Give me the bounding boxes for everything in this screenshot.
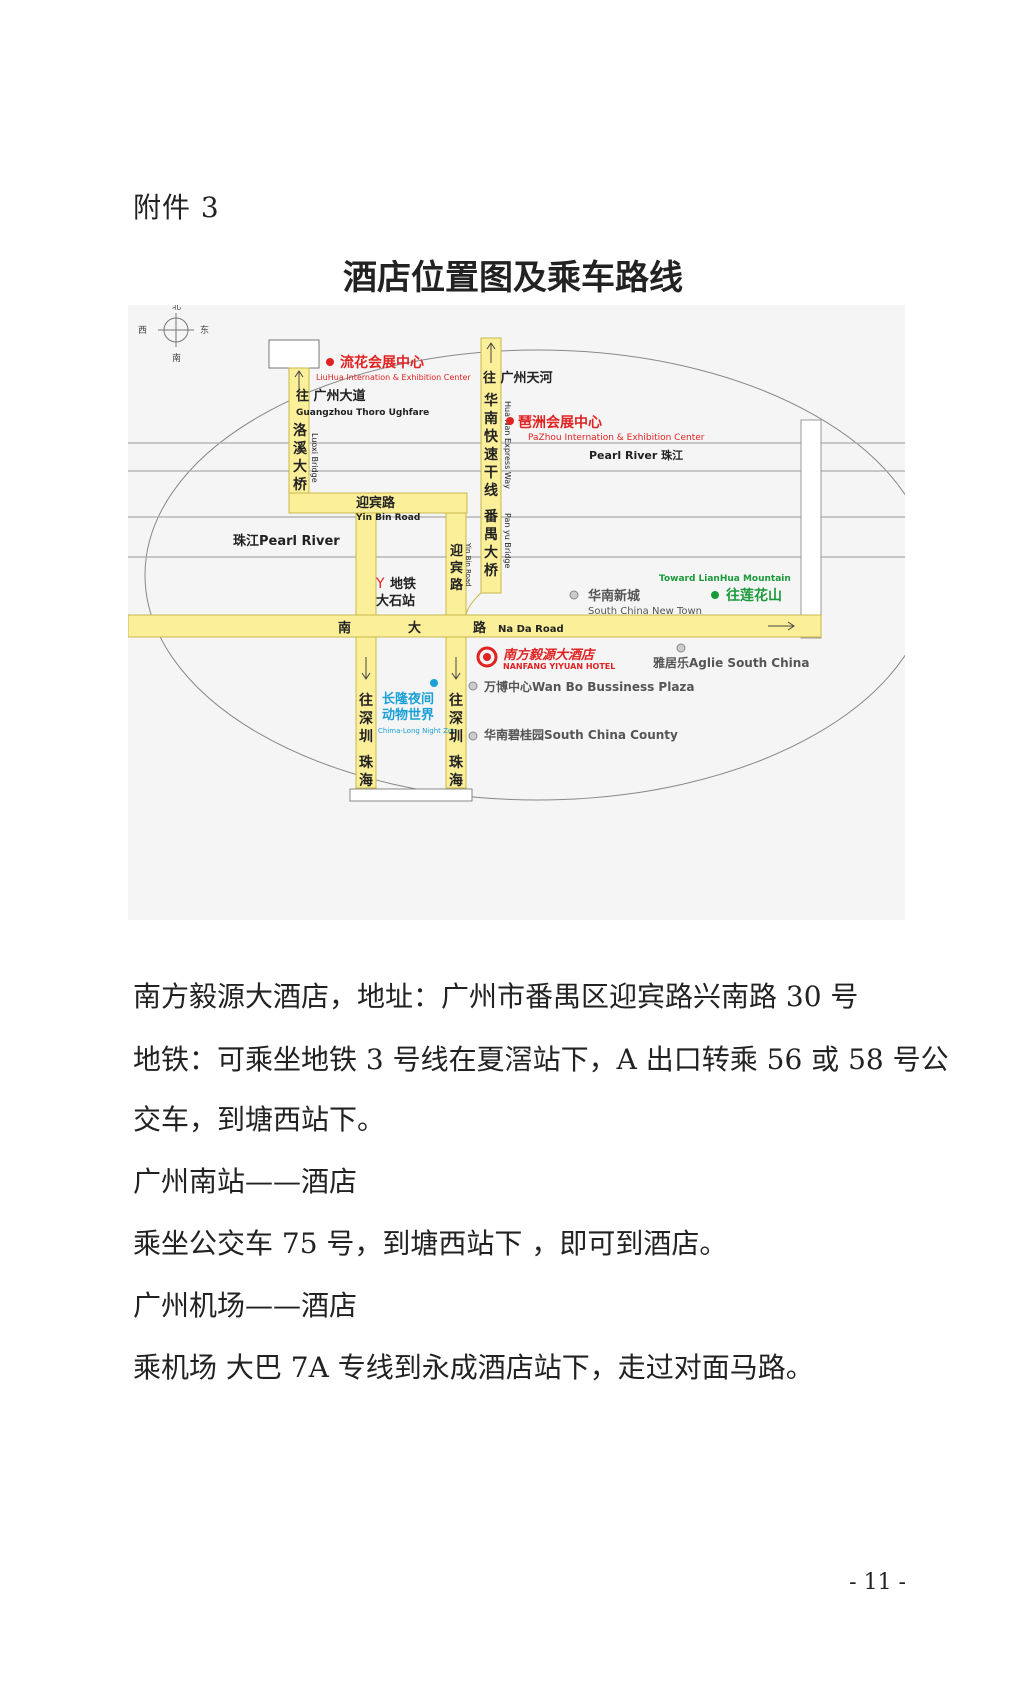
page-title: 酒店位置图及乘车路线 (343, 258, 683, 298)
svg-text:深: 深 (359, 710, 373, 727)
airport-heading: 广州机场——酒店 (133, 1289, 358, 1322)
roads (128, 337, 822, 802)
panyu-bridge-en: Pan yu Bridge (503, 513, 512, 568)
nanda-road-3: 路 (473, 620, 487, 636)
svg-text:海: 海 (359, 772, 373, 789)
svg-text:速: 速 (484, 446, 498, 463)
page-number: - 11 - (849, 1570, 906, 1595)
south-station-route: 乘坐公交车 75 号，到塘西站下 ，即可到酒店。 (133, 1227, 728, 1260)
metro-label-2: 大石站 (376, 593, 415, 609)
yinbin-vertical-en: Yin Bin Road (464, 542, 472, 587)
toward-lianhua-cn: 往莲花山 (726, 587, 782, 604)
hotel-label-cn: 南方毅源大酒店 (503, 647, 596, 663)
metro-icon: Y (375, 576, 385, 592)
toward-lianhua-en: Toward LianHua Mountain (659, 574, 791, 584)
compass-south: 南 (172, 352, 181, 364)
map-ring (144, 349, 905, 801)
compass (158, 313, 194, 347)
yinbin-road-cn: 迎宾路 (356, 495, 396, 511)
yinbin-road-en: Yin Bin Road (355, 513, 420, 523)
nanda-road-2: 大 (408, 620, 421, 636)
south-station-heading: 广州南站——酒店 (133, 1165, 358, 1198)
hotel-label-en: NANFANG YIYUAN HOTEL (503, 662, 615, 671)
south-china-new-town-cn: 华南新城 (588, 588, 640, 604)
south-china-new-town-en: South China New Town (588, 606, 702, 617)
zoo-label-en: Chima-Long Night Zoo (378, 727, 456, 735)
hotel-location-map: 北 南 东 西 流花会展中心 LiuHua Internation & Exhi… (128, 305, 905, 920)
to-gz-ave-cn: 往 广州大道 (296, 388, 366, 404)
svg-text:溪: 溪 (293, 440, 308, 457)
yinbin-vertical-cn: 迎 宾 路 (450, 543, 464, 593)
pazhou-label-en: PaZhou Internation & Exhibition Center (528, 433, 705, 443)
svg-text:桥: 桥 (293, 476, 308, 493)
svg-text:洛: 洛 (293, 422, 308, 439)
luoxi-bridge-en: Luoxi Bridge (310, 433, 319, 483)
to-gz-ave-en: Guangzhou Thoro Ughfare (296, 408, 429, 418)
yajule-label: 雅居乐Aglie South China (652, 655, 809, 670)
huanan-expressway-en: Hua Nan Express Way (503, 401, 512, 489)
svg-text:华: 华 (484, 392, 498, 409)
liuhua-label-cn: 流花会展中心 (340, 354, 424, 371)
svg-text:往: 往 (449, 692, 463, 709)
direction-arrows (294, 342, 795, 680)
svg-text:番: 番 (483, 508, 499, 525)
svg-text:圳: 圳 (449, 729, 463, 745)
pearl-river-lines (128, 442, 905, 558)
svg-text:快: 快 (484, 428, 499, 445)
hotel-address: 南方毅源大酒店，地址：广州市番禺区迎宾路兴南路 30 号 (133, 980, 859, 1013)
svg-text:圳: 圳 (359, 729, 373, 745)
pearl-river-right: Pearl River 珠江 (589, 448, 683, 462)
svg-text:南: 南 (484, 410, 498, 427)
pearl-river-left: 珠江Pearl River (233, 533, 340, 549)
metro-route-cont: 交车，到塘西站下。 (133, 1103, 386, 1136)
svg-text:珠: 珠 (359, 754, 374, 771)
luoxi-bridge-cn: 洛 溪 大 桥 (293, 422, 308, 493)
metro-route: 地铁：可乘坐地铁 3 号线在夏滘站下，A 出口转乘 56 或 58 号公 (133, 1043, 949, 1076)
liuhua-label-en: LiuHua Internation & Exhibition Center (316, 373, 471, 382)
airport-route: 乘机场 大巴 7A 专线到永成酒店站下，走过对面马路。 (133, 1351, 814, 1384)
compass-west: 西 (138, 325, 147, 336)
to-shenzhen-right: 往 深 圳 珠 海 (449, 692, 464, 789)
metro-label-1: 地铁 (390, 576, 416, 592)
svg-text:桥: 桥 (484, 562, 499, 579)
zoo-label-cn-2: 动物世界 (382, 707, 434, 723)
svg-text:路: 路 (450, 577, 464, 593)
nanda-road-en: Na Da Road (498, 624, 564, 635)
compass-north: 北 (172, 305, 181, 312)
svg-text:大: 大 (293, 458, 307, 475)
to-shenzhen-left: 往 深 圳 珠 海 (359, 692, 374, 789)
svg-text:珠: 珠 (449, 754, 464, 771)
svg-text:往: 往 (359, 692, 373, 709)
svg-text:迎: 迎 (450, 543, 463, 559)
zoo-label-cn-1: 长隆夜间 (382, 691, 434, 707)
svg-text:线: 线 (484, 482, 498, 499)
pazhou-label-cn: 琶洲会展中心 (518, 414, 602, 431)
nanda-road-1: 南 (338, 620, 351, 636)
svg-text:禺: 禺 (484, 527, 498, 543)
svg-text:宾: 宾 (450, 560, 463, 576)
svg-text:干: 干 (484, 465, 498, 481)
panyu-bridge-cn: 番 禺 大 桥 (483, 508, 499, 579)
svg-text:大: 大 (484, 544, 498, 561)
svg-text:海: 海 (449, 772, 463, 789)
attachment-label: 附件 3 (133, 191, 220, 224)
biguiyuan-label: 华南碧桂园South China County (484, 727, 678, 742)
wanbo-label: 万博中心Wan Bo Bussiness Plaza (483, 679, 695, 694)
huanan-expressway-cn: 华 南 快 速 干 线 (484, 392, 499, 499)
svg-text:深: 深 (449, 710, 463, 727)
compass-east: 东 (200, 324, 209, 336)
to-tianhe-label: 往 广州天河 (483, 370, 553, 386)
